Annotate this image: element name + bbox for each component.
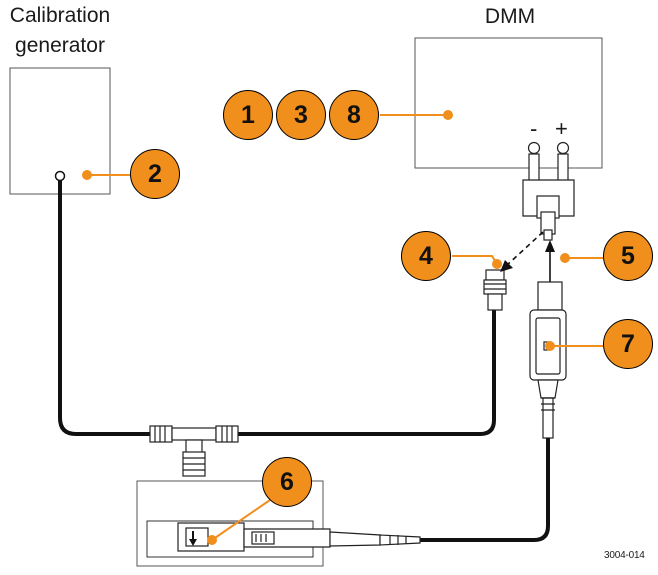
callout-1: 1: [223, 90, 273, 140]
dmm-plus-jack: [556, 141, 570, 155]
callout-5: 5: [603, 231, 653, 281]
calibration-generator-label-line2: generator: [15, 34, 105, 57]
clamp-arrow-head: [189, 539, 197, 546]
dashed-connection-arrow: [505, 231, 544, 267]
bnc-tee: [149, 425, 239, 477]
dmm-minus-jack: [527, 141, 541, 155]
probe-cable: [420, 438, 550, 542]
leader-6-dot: [207, 535, 217, 545]
dmm-box: [414, 37, 603, 169]
dmm-label: DMM: [484, 5, 536, 28]
callout-7: 7: [603, 319, 653, 369]
callout-2: 2: [130, 149, 180, 199]
dmm-minus-label: -: [530, 116, 538, 141]
callout-6: 6: [262, 457, 312, 507]
current-probe: [529, 281, 567, 439]
leader-2-dot: [82, 170, 92, 180]
leader-4-dot: [492, 259, 502, 269]
banana-bnc-adapter: [522, 153, 575, 241]
tee-to-bnc-cable: [238, 310, 496, 436]
dmm-plus-label: +: [555, 116, 568, 141]
bnc-connector-4: [483, 269, 507, 311]
leader-4: [452, 255, 498, 265]
figure-id: 3004-014: [604, 550, 645, 561]
dashed-arrow-head: [500, 260, 513, 272]
leader-6: [211, 499, 271, 541]
calibration-generator-label-line1: Calibration: [9, 4, 111, 27]
generator-output-connector: [54, 170, 66, 182]
generator-cable: [58, 180, 150, 436]
leader-138-dot: [443, 110, 453, 120]
probe-arrow-head: [545, 240, 555, 252]
leader-7-dot: [545, 341, 555, 351]
callout-8: 8: [329, 90, 379, 140]
callout-4: 4: [401, 231, 451, 281]
callout-3: 3: [276, 90, 326, 140]
leader-5-dot: [560, 253, 570, 263]
